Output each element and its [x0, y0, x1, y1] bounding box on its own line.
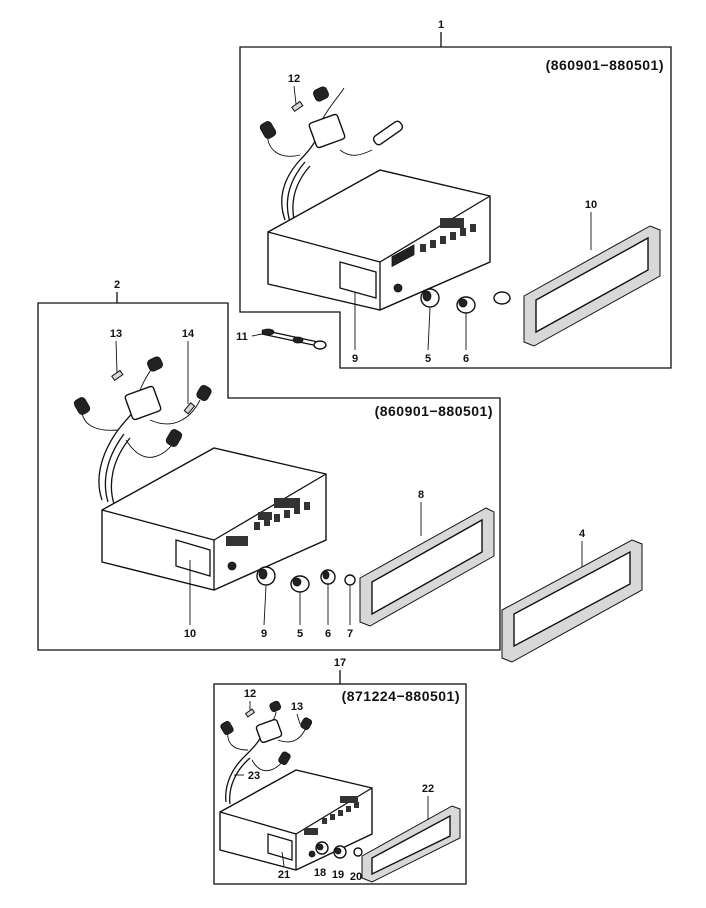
panel-1-date-range: (860901−880501) [546, 57, 664, 73]
callout-6: 6 [463, 353, 469, 365]
panel-17-knob-19 [333, 845, 347, 859]
callout-11: 11 [236, 331, 248, 343]
panel-2-border [37, 302, 501, 651]
callout-13b: 13 [291, 701, 303, 713]
panel-17-trim-bezel [361, 805, 461, 883]
panel-2-knob-5 [256, 566, 276, 586]
panel-17-date-range: (871224−880501) [342, 688, 460, 704]
panel-2-knob-7 [320, 569, 336, 585]
panel-2-wire-harness [73, 356, 212, 505]
callout-5: 5 [425, 353, 431, 365]
panel-2-radio-unit [101, 447, 327, 591]
callout-12b: 12 [244, 688, 256, 700]
part-11-ground-strap: 11 [236, 328, 327, 350]
panel-1-knob-6 [456, 296, 476, 314]
panel-1-knob-cap [493, 291, 511, 305]
callout-22: 22 [422, 783, 434, 795]
callout-5b: 9 [261, 628, 267, 640]
panel-1-trim-bezel [523, 225, 661, 347]
panel-17-wire-harness [220, 700, 313, 805]
panel-2-number: 2 [114, 279, 120, 291]
panel-2-date-range: (860901−880501) [375, 403, 493, 419]
panel-1-border [239, 46, 672, 369]
panel-17: 17 (871224−880501) 12 13 23 [213, 657, 467, 885]
callout-10b: 8 [418, 489, 424, 501]
callout-4: 4 [579, 528, 586, 540]
panel-2-knob-8 [344, 574, 356, 586]
callout-13: 13 [110, 328, 122, 340]
panel-2: 2 (860901−880501) 13 14 [37, 279, 501, 651]
callout-14: 14 [182, 328, 195, 340]
part-4-trim-bezel: 4 [501, 528, 643, 663]
callout-10: 10 [585, 199, 597, 211]
panel-17-knob-20 [353, 847, 363, 857]
callout-9: 9 [352, 353, 358, 365]
panel-1-number: 1 [438, 19, 444, 31]
callout-18: 18 [314, 867, 326, 879]
panel-2-knob-6 [290, 575, 310, 593]
callout-20: 20 [350, 871, 362, 883]
callout-19: 19 [332, 869, 344, 881]
panel-1-knob-5 [420, 288, 440, 308]
panel-17-knob-18 [315, 841, 329, 855]
callout-9b: 10 [184, 628, 196, 640]
panel-17-number: 17 [334, 657, 346, 669]
callout-8: 7 [347, 628, 353, 640]
panel-1: 1 (860901−880501) 12 [239, 19, 672, 369]
callout-6b: 5 [297, 628, 303, 640]
callout-23: 23 [248, 770, 260, 782]
panel-17-radio-unit [219, 769, 373, 871]
callout-12: 12 [288, 73, 300, 85]
panel-1-radio-unit [267, 169, 491, 311]
panel-17-border [213, 683, 467, 885]
callout-21: 21 [278, 869, 290, 881]
callout-7: 6 [325, 628, 331, 640]
panel-1-wire-harness [259, 86, 404, 225]
panel-2-trim-bezel [359, 507, 495, 627]
